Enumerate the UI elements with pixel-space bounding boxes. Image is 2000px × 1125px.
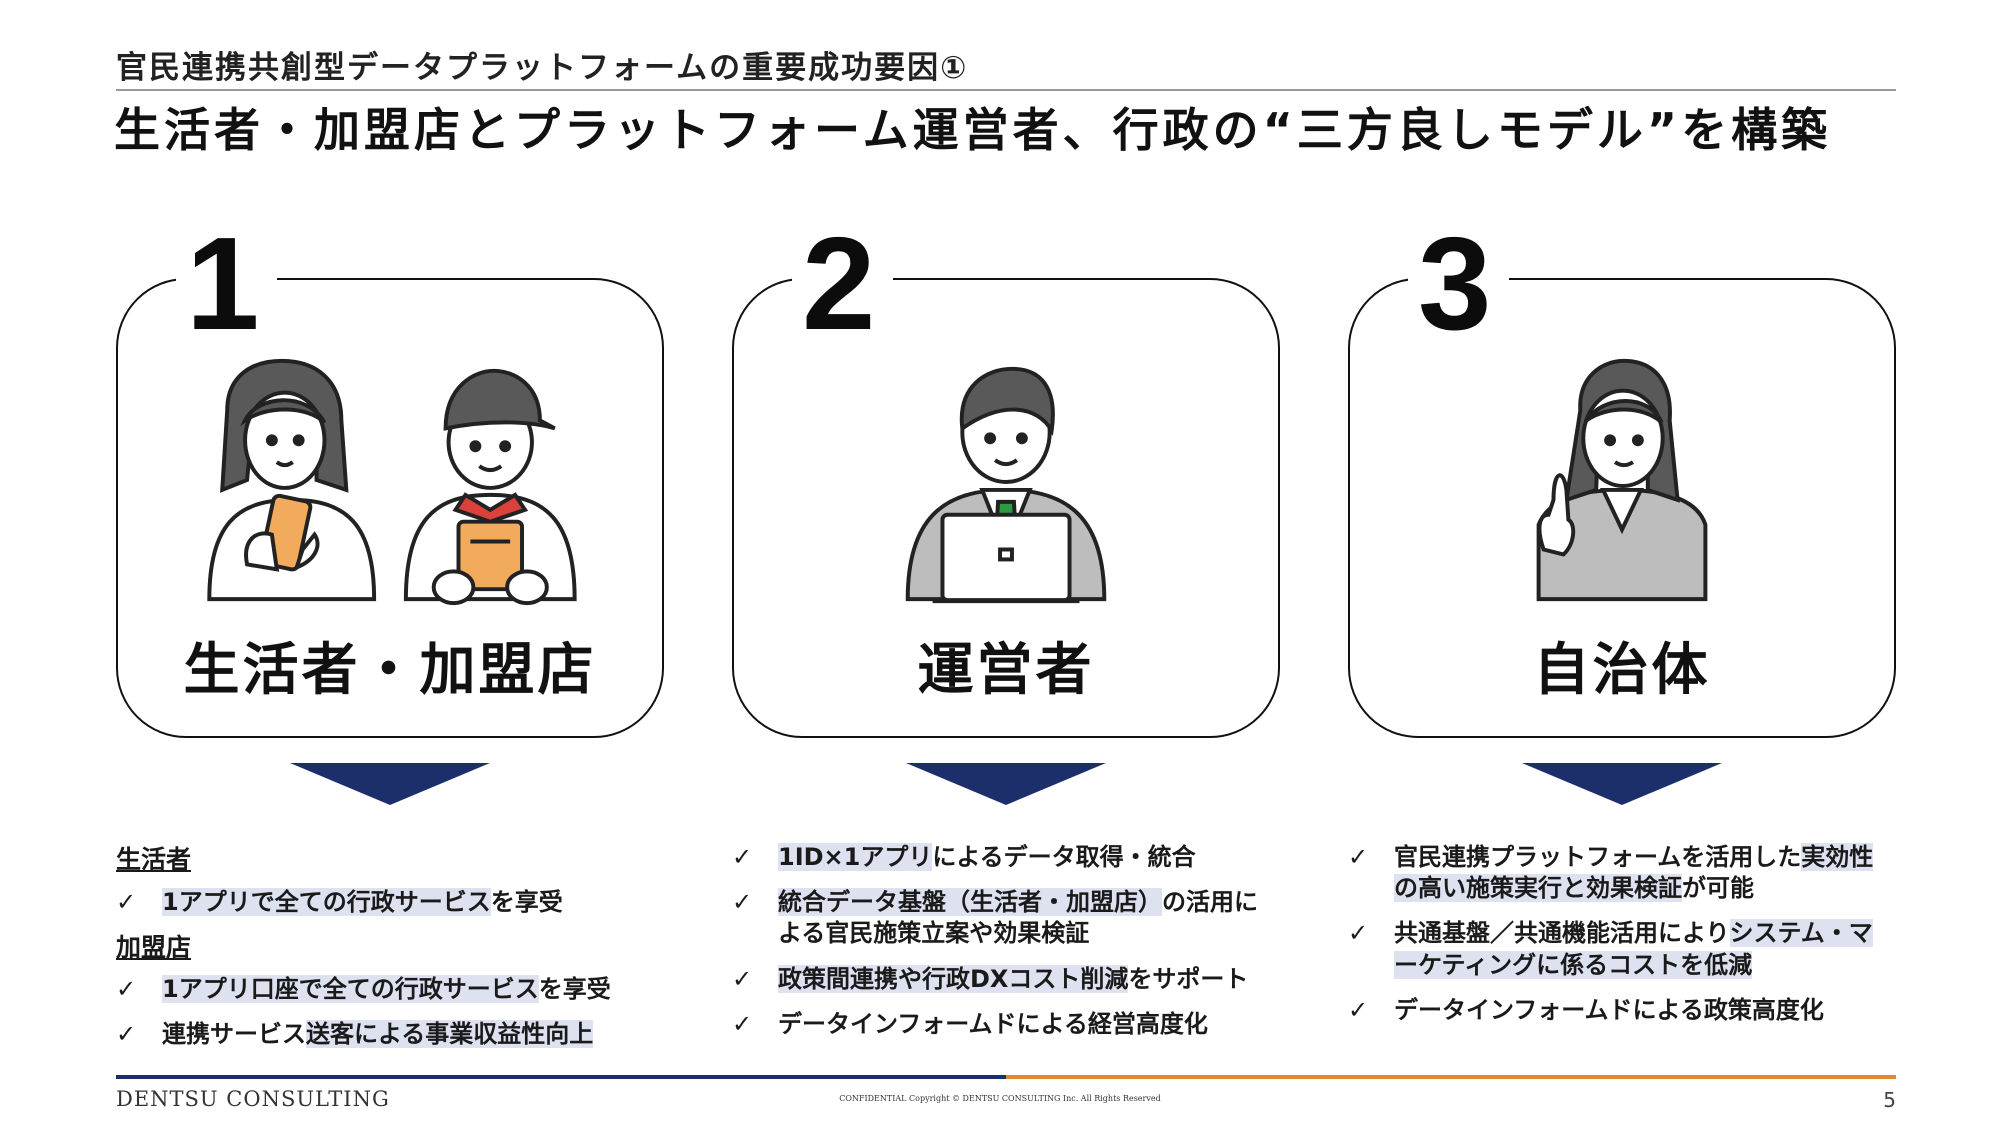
list-item: ✓ 1アプリ口座で全ての行政サービスを享受 <box>116 974 656 1005</box>
list-item: ✓ 1ID×1アプリによるデータ取得・統合 <box>732 842 1272 873</box>
list-item: ✓ 統合データ基盤（生活者・加盟店）の活用による官民施策立案や効果検証 <box>732 888 1258 948</box>
list-item: ✓ 政策間連携や行政DXコスト削減をサポート <box>732 964 1272 995</box>
down-arrow-icon <box>290 763 490 805</box>
page-title: 生活者・加盟店とプラットフォーム運営者、行政の“三方良しモデル”を構築 <box>114 103 1832 157</box>
operator-with-laptop-icon <box>905 366 1107 604</box>
category-merchants: 加盟店 <box>116 932 192 962</box>
list-item: ✓ 連携サービス送客による事業収益性向上 <box>116 1019 656 1050</box>
check-icon: ✓ <box>1348 919 1369 948</box>
benefits-municipality: ✓ 官民連携プラットフォームを活用した実効性の高い施策実行と効果検証が可能 ✓ … <box>1348 842 1888 1040</box>
card-operator: 2 運営者 <box>732 218 1280 738</box>
check-icon: ✓ <box>732 1009 753 1038</box>
footer-rule-orange <box>1006 1075 1896 1079</box>
merchant-with-parcel-icon <box>403 368 577 606</box>
benefits-operator: ✓ 1ID×1アプリによるデータ取得・統合 ✓ 統合データ基盤（生活者・加盟店）… <box>732 842 1272 1054</box>
residents-merchants-illustration <box>207 358 577 606</box>
copyright-notice: CONFIDENTIAL Copyright © DENTSU CONSULTI… <box>839 1094 1161 1103</box>
card-label: 運営者 <box>917 638 1095 703</box>
check-icon: ✓ <box>1348 995 1369 1024</box>
municipality-illustration <box>1536 358 1708 602</box>
card-municipality: 3 自治体 <box>1348 218 1896 738</box>
footer-rule-navy <box>116 1075 1006 1079</box>
official-pointing-icon <box>1536 358 1708 602</box>
list-item: ✓ 共通基盤／共通機能活用によりシステム・マーケティングに係るコストを低減 <box>1348 919 1873 979</box>
card-label: 自治体 <box>1533 638 1711 703</box>
title-divider <box>116 89 1896 91</box>
card-residents-merchants: 1 生活者・加盟店 <box>116 218 664 738</box>
down-arrow-icon <box>1522 763 1722 805</box>
down-arrow-icon <box>906 763 1106 805</box>
card-label: 生活者・加盟店 <box>183 638 597 703</box>
benefits-residents-merchants: 生活者 ✓ 1アプリで全ての行政サービスを享受 加盟店 ✓ 1アプリ口座で全ての… <box>116 842 656 1065</box>
check-icon: ✓ <box>732 843 753 871</box>
card-number: 1 <box>176 218 278 350</box>
page-number: 5 <box>1883 1088 1896 1112</box>
section-subtitle: 官民連携共創型データプラットフォームの重要成功要因① <box>116 50 969 86</box>
check-icon: ✓ <box>732 888 753 917</box>
check-icon: ✓ <box>116 1020 137 1049</box>
woman-with-phone-icon <box>207 358 377 602</box>
check-icon: ✓ <box>732 964 753 993</box>
check-icon: ✓ <box>116 887 137 916</box>
operator-illustration <box>905 366 1107 604</box>
company-logo: DENTSU CONSULTING <box>116 1087 390 1111</box>
list-item: ✓ 官民連携プラットフォームを活用した実効性の高い施策実行と効果検証が可能 <box>1348 843 1874 903</box>
category-residents: 生活者 <box>116 845 192 874</box>
list-item: ✓ データインフォームドによる政策高度化 <box>1348 995 1888 1026</box>
list-item: ✓ データインフォームドによる経営高度化 <box>732 1009 1272 1040</box>
list-item: ✓ 1アプリで全ての行政サービスを享受 <box>116 887 656 918</box>
card-number: 3 <box>1408 218 1510 350</box>
card-number: 2 <box>792 218 894 350</box>
check-icon: ✓ <box>1348 843 1369 871</box>
check-icon: ✓ <box>116 975 137 1004</box>
